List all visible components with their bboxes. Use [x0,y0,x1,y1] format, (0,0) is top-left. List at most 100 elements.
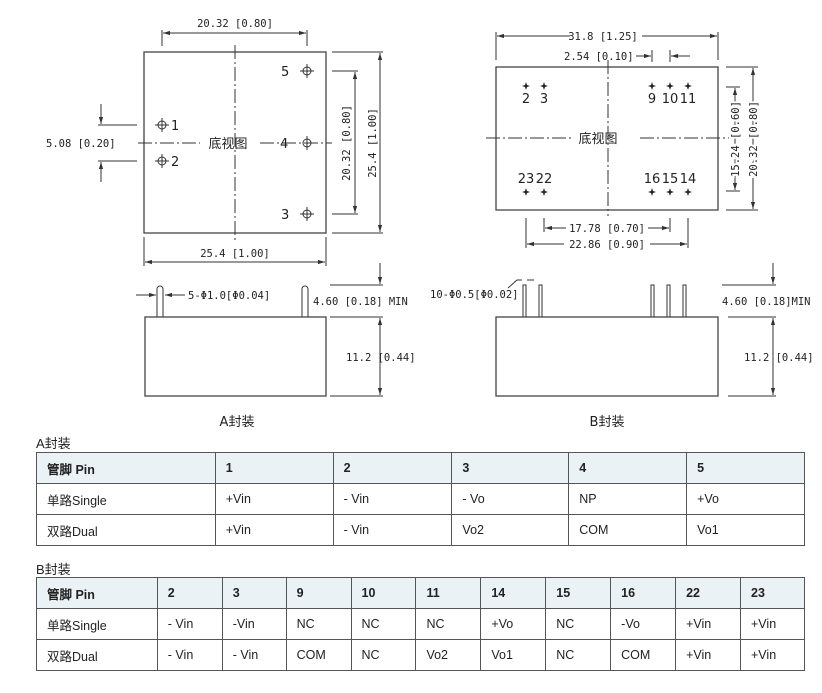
dim-pitch: 2.54 [0.10] [564,51,634,63]
package-a-side-view: 5-Φ1.0[Φ0.04] 4.60 [0.18] MIN 11.2 [0.44… [136,263,416,397]
svg-text:14: 14 [680,172,697,187]
header-cell: 11 [415,577,482,609]
pin-1: 1 [155,118,179,134]
table-a-title: A封装 [36,436,71,451]
header-cell: 2 [332,452,453,484]
pin-length: 4.60 [0.18] MIN [313,296,408,308]
cell: - Vin [332,483,453,515]
pin-2: 2 [155,154,179,170]
package-a-bottom-view: 底视图 1 2 5 4 3 20.32 [0.80] 5.08 [0.20] 2… [46,18,383,266]
header-cell: 2 [156,577,223,609]
pins-bottom: 23 22 16 15 14 [518,172,697,196]
header-cell: 16 [610,577,677,609]
pin-3: 3 [281,207,314,223]
cell: +Vin [214,483,334,515]
cell: +Vin [740,608,805,640]
cell: +Vo [686,483,805,515]
dimension-drawings: 底视图 1 2 5 4 3 20.32 [0.80] 5.08 [0.20] 2… [46,18,814,430]
pins-top: 2 3 9 10 11 [522,82,696,107]
svg-text:3: 3 [281,208,289,223]
cell: +Vin [675,639,741,671]
cell: NC [350,639,417,671]
header-cell: 23 [740,577,805,609]
header-cell: 4 [568,452,688,484]
cell: NC [545,639,612,671]
caption-b: B封装 [590,415,625,430]
table-b-title: B封装 [36,562,71,577]
cell: - Vin [221,639,287,671]
header-cell: 9 [285,577,352,609]
caption-a: A封装 [220,415,255,430]
pin-table-a: 管脚 Pin 1 2 3 4 5 单路Single +Vin - Vin - V… [36,452,805,546]
cell: COM [568,514,688,546]
dim-top: 31.8 [1.25] [568,31,638,43]
dim-right-inner: 15.24 [0.60] [730,101,742,177]
package-b-side-view: 10-Φ0.5[Φ0.02] 4.60 [0.18]MIN 11.2 [0.44… [430,263,814,397]
table-row: 双路Dual +Vin - Vin Vo2 COM Vo1 [36,514,805,546]
cell: +Vin [675,608,741,640]
header-cell: 10 [350,577,417,609]
cell: COM [285,639,352,671]
svg-text:2: 2 [171,155,179,170]
cell: 双路Dual [36,639,158,671]
cell: 双路Dual [36,514,216,546]
svg-text:23: 23 [518,172,535,187]
svg-text:1: 1 [171,119,179,134]
cell: NC [285,608,352,640]
svg-text:5: 5 [281,65,289,80]
header-cell: 14 [480,577,547,609]
dim-top: 20.32 [0.80] [197,18,273,30]
pin-length: 4.60 [0.18]MIN [722,296,811,308]
header-cell: 5 [686,452,805,484]
cell: NC [415,608,482,640]
svg-text:22: 22 [536,172,553,187]
dim-right-inner: 20.32 [0.80] [341,105,353,181]
svg-text:2: 2 [522,92,530,107]
cell: COM [610,639,677,671]
cell: - Vin [156,608,223,640]
header-cell: 1 [214,452,334,484]
header-cell: 3 [451,452,570,484]
dim-right-outer: 20.32 [0.80] [748,101,760,177]
pin-diameter: 10-Φ0.5[Φ0.02] [430,289,519,301]
dim-left: 5.08 [0.20] [46,138,116,150]
header-cell: 22 [675,577,741,609]
view-label: 底视图 [578,131,617,147]
header-cell: 管脚 Pin [36,577,158,609]
header-cell: 3 [221,577,287,609]
package-b-bottom-view: 底视图 2 3 9 10 11 23 22 16 15 14 31.8 [1.2… [486,31,762,251]
dim-bottom-outer: 22.86 [0.90] [569,239,645,251]
cell: +Vin [740,639,805,671]
cell: - Vin [156,639,223,671]
cell: NP [568,483,688,515]
cell: Vo1 [686,514,805,546]
dim-right-outer: 25.4 [1.00] [367,108,379,178]
view-label: 底视图 [208,136,247,152]
cell: - Vin [332,514,453,546]
svg-text:16: 16 [644,172,661,187]
svg-text:9: 9 [648,92,656,107]
pin-5: 5 [281,64,314,80]
height: 11.2 [0.44] [346,352,416,364]
dim-bottom-inner: 17.78 [0.70] [569,223,645,235]
svg-text:4: 4 [280,137,288,152]
cell: - Vo [451,483,570,515]
cell: -Vo [610,608,677,640]
svg-text:10: 10 [662,92,679,107]
cell: Vo2 [415,639,482,671]
cell: Vo1 [480,639,547,671]
cell: NC [350,608,417,640]
svg-text:11: 11 [680,92,697,107]
header-cell: 15 [545,577,612,609]
cell: NC [545,608,612,640]
svg-text:3: 3 [540,92,548,107]
cell: -Vin [221,608,287,640]
cell: Vo2 [451,514,570,546]
table-row: 单路Single +Vin - Vin - Vo NP +Vo [36,483,805,515]
cell: 单路Single [36,608,158,640]
table-header-row: 管脚 Pin 1 2 3 4 5 [36,452,805,484]
